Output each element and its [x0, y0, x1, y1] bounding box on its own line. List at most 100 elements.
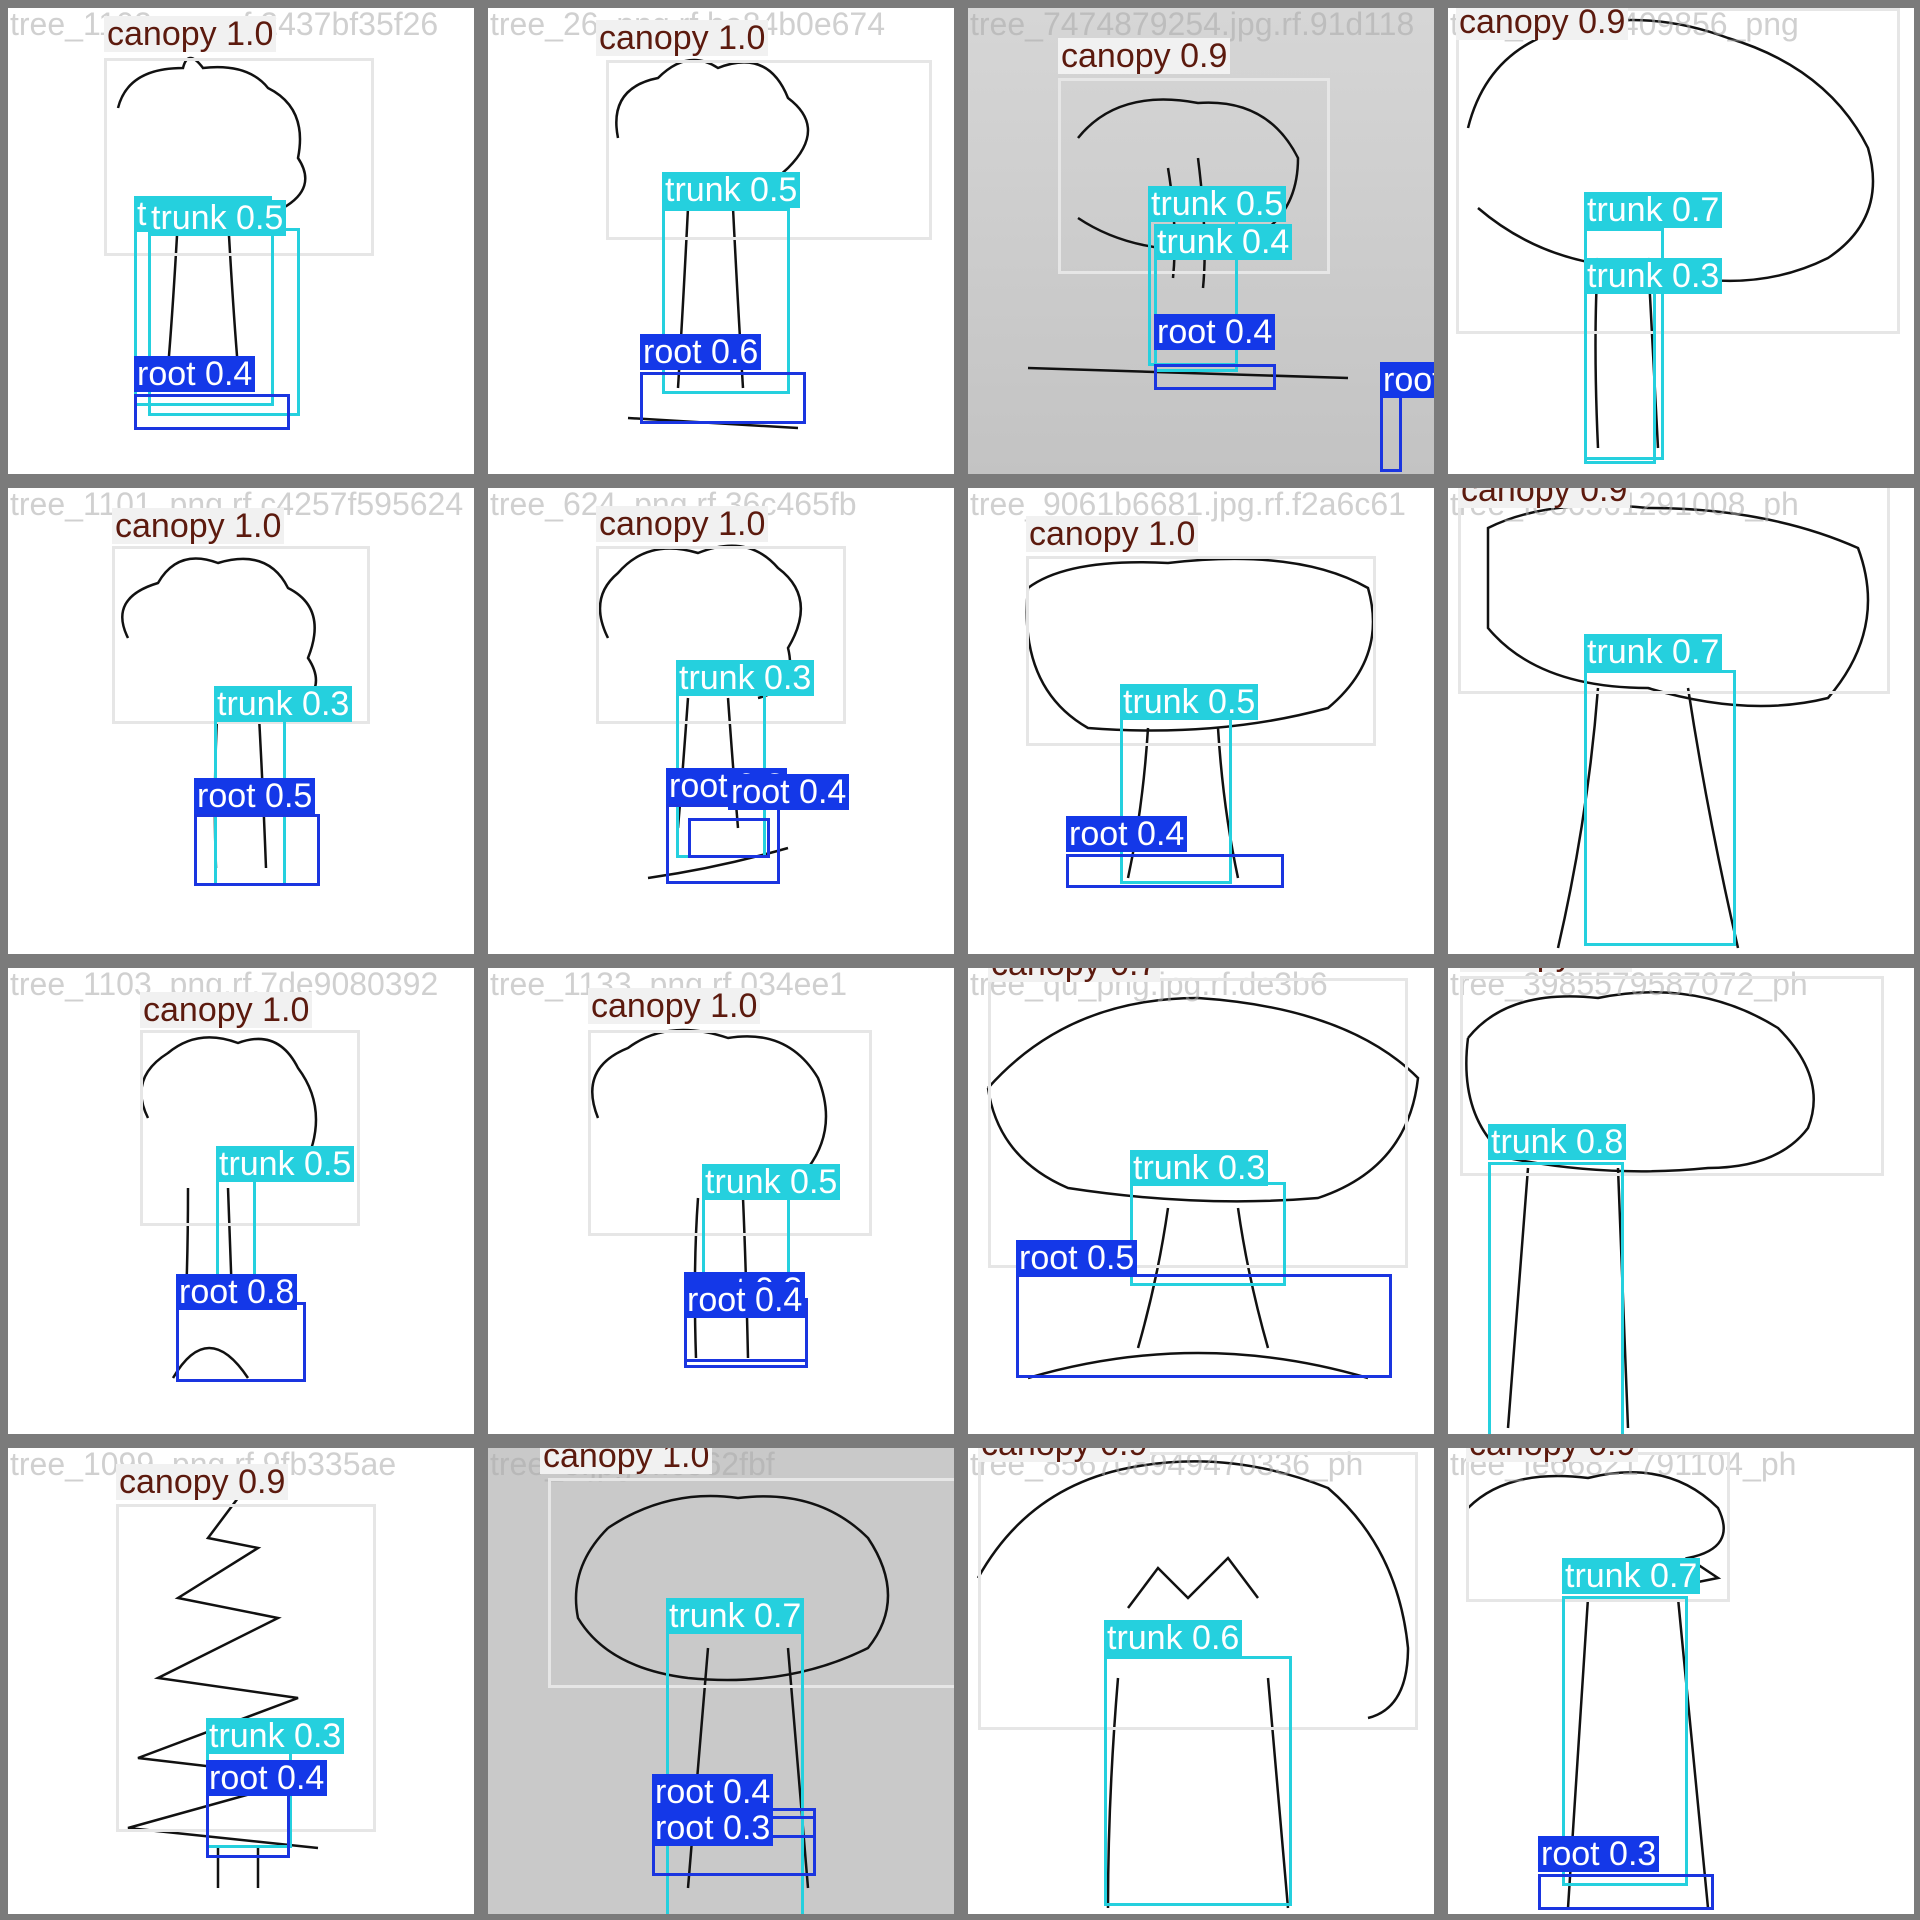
canopy-bounding-box [1026, 556, 1376, 746]
trunk-bounding-box [662, 208, 790, 394]
trunk-detection-label: trunk 0.4 [1154, 224, 1293, 260]
root-detection-label: root 0.3 [652, 1810, 774, 1846]
tree-sketch-stroke [140, 1036, 318, 1379]
canopy-bounding-box [116, 1504, 376, 1832]
canopy-bounding-box [978, 1452, 1418, 1730]
canopy-detection-label: canopy 0.9 [1058, 38, 1231, 74]
canopy-detection-label: canopy 1.0 [1460, 968, 1633, 972]
root-bounding-box [176, 1302, 306, 1382]
canopy-bounding-box [1460, 976, 1884, 1176]
canopy-bounding-box [548, 1478, 954, 1688]
canopy-detection-label: canopy 1.0 [1026, 516, 1199, 552]
trunk-detection-label: trunk 0.5 [216, 1146, 355, 1182]
root-detection-label: root 0.5 [1016, 1240, 1138, 1276]
detection-tile: tree_qu_png.jpg.rf.de3b6canopy 0.7trunk … [968, 968, 1434, 1434]
trunk-detection-label: trunk 0.7 [666, 1598, 805, 1634]
canopy-detection-label: canopy 1.0 [112, 508, 285, 544]
trunk-detection-label: trunk 0.5 [1120, 684, 1259, 720]
root-detection-label: root 0.8 [176, 1274, 298, 1310]
tree-drawing [140, 1036, 318, 1379]
root-bounding-box [666, 804, 780, 884]
canopy-detection-label: canopy 1.0 [540, 1448, 713, 1474]
root-bounding-box [688, 818, 770, 858]
tree-drawing [976, 1460, 1410, 1909]
trunk-detection-label: trunk 0.5 [1148, 186, 1287, 222]
root-detection-label: root 0.3 [1538, 1836, 1660, 1872]
canopy-bounding-box [606, 60, 932, 240]
tree-drawing [574, 1494, 890, 1889]
trunk-detection-label: trunk 0.3 [1130, 1150, 1269, 1186]
trunk-detection-label: trunk 0.3 [206, 1718, 345, 1754]
trunk-bounding-box [1584, 670, 1736, 946]
detection-tile: tree_1102_png.rf.2437bf35f26canopy 1.0tr… [8, 8, 474, 474]
root-detection-label: root 0.4 [1380, 362, 1434, 398]
tree-sketch-stroke [976, 1460, 1410, 1909]
canopy-detection-label: canopy 0.9 [1466, 1448, 1639, 1462]
canopy-detection-label: canopy 0.9 [978, 1448, 1151, 1462]
tree-drawing [116, 56, 307, 369]
canopy-bounding-box [596, 546, 846, 724]
canopy-detection-label: canopy 1.0 [140, 992, 313, 1028]
canopy-bounding-box [1456, 8, 1900, 334]
root-bounding-box [1066, 854, 1284, 888]
root-bounding-box [206, 1788, 290, 1858]
canopy-bounding-box [104, 58, 374, 256]
trunk-detection-label: trunk 0.7 [1584, 634, 1723, 670]
canopy-detection-label: canopy 1.0 [596, 20, 769, 56]
trunk-detection-label: trunk 0.3 [676, 660, 815, 696]
root-bounding-box [194, 814, 320, 886]
canopy-bounding-box [112, 546, 370, 724]
tree-drawing [986, 996, 1420, 1380]
root-detection-label: root 0.4 [134, 356, 256, 392]
tree-sketch-stroke [615, 58, 810, 430]
trunk-detection-label: trunk 0.5 [702, 1164, 841, 1200]
root-detection-label: root 0.4 [652, 1774, 774, 1810]
trunk-detection-label: trunk 0.5 [148, 200, 287, 236]
trunk-detection-label: trunk 0.8 [1488, 1124, 1627, 1160]
trunk-detection-label: trunk 0.3 [1584, 258, 1723, 294]
trunk-detection-label: trunk 0.3 [214, 686, 353, 722]
tree-drawing [615, 58, 810, 430]
trunk-bounding-box [1104, 1656, 1292, 1906]
root-detection-label: root 0.6 [640, 334, 762, 370]
canopy-bounding-box [988, 978, 1408, 1268]
canopy-bounding-box [140, 1030, 360, 1226]
root-bounding-box [1538, 1874, 1714, 1910]
trunk-bounding-box [1562, 1596, 1688, 1886]
root-detection-label: root 0.5 [194, 778, 316, 814]
trunk-bounding-box [1130, 1182, 1286, 1286]
root-bounding-box [134, 394, 290, 430]
tree-sketch-stroke [1486, 504, 1870, 949]
trunk-detection-label: trunk 0.6 [1104, 1620, 1243, 1656]
root-detection-label: root 0.4 [684, 1282, 806, 1318]
canopy-bounding-box [588, 1030, 872, 1236]
tree-sketch-stroke [574, 1494, 890, 1889]
tree-sketch-stroke [986, 996, 1420, 1380]
trunk-bounding-box [1584, 288, 1656, 464]
tree-sketch-stroke [116, 56, 307, 369]
root-bounding-box [1016, 1274, 1392, 1378]
trunk-bounding-box [1488, 1162, 1624, 1434]
trunk-detection-label: trunk 0.5 [662, 172, 801, 208]
canopy-detection-label: canopy 0.9 [116, 1464, 289, 1500]
canopy-bounding-box [1058, 78, 1330, 274]
tree-drawing [1025, 557, 1375, 879]
root-detection-label: root 0.4 [1066, 816, 1188, 852]
trunk-detection-label: trunk 0.7 [1584, 192, 1723, 228]
canopy-detection-label: canopy 0.7 [988, 968, 1161, 982]
canopy-detection-label: canopy 0.9 [1456, 8, 1629, 40]
tree-drawing [1486, 504, 1870, 949]
detection-tile: tree_1099_png.rf.9fb335aecanopy 0.9trunk… [8, 1448, 474, 1914]
root-bounding-box [640, 372, 806, 424]
